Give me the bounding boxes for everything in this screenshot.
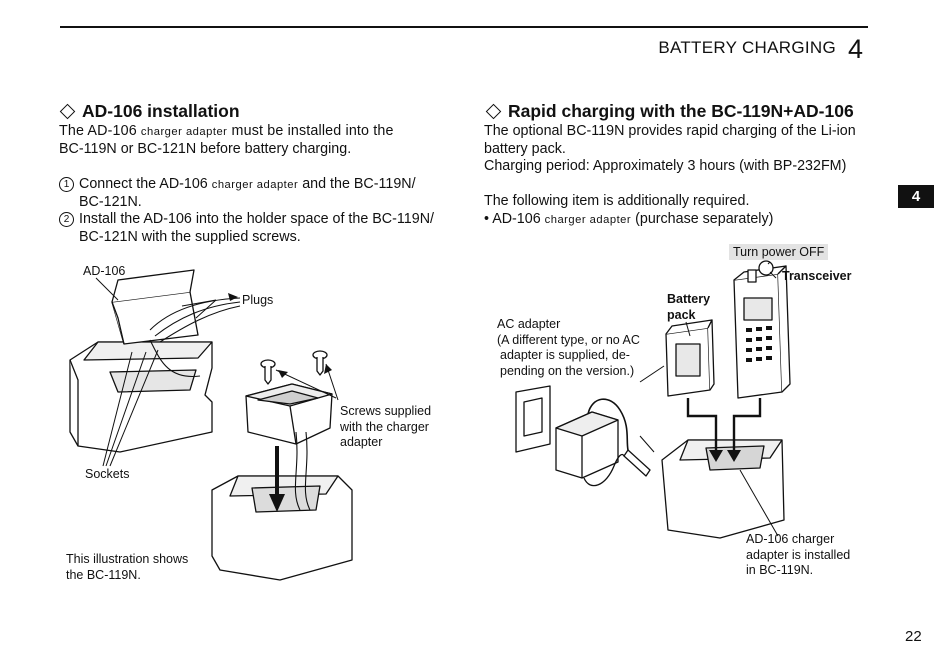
chapter-number: 4 xyxy=(848,34,864,64)
rapid-charging-illustration xyxy=(515,260,791,539)
illustration-note: This illustration shows the BC-119N. xyxy=(66,552,189,582)
section-title-text: Rapid charging with the BC-119N+AD-106 xyxy=(508,101,854,121)
required-item-intro: The following item is additionally requi… xyxy=(484,193,750,209)
label-plugs: Plugs xyxy=(242,293,274,307)
right-intro-line1: The optional BC-119N provides rapid char… xyxy=(484,123,856,139)
chapter-side-tab[interactable]: 4 xyxy=(898,185,934,208)
side-tab-label: 4 xyxy=(911,188,921,205)
charging-period: Charging period: Approximately 3 hours (… xyxy=(484,158,847,174)
label-ac-adapter: AC adapter (A different type, or no AC a… xyxy=(497,317,640,378)
label-screws: Screws supplied with the charger adapter xyxy=(340,404,432,449)
step-2-line2: BC-121N with the supplied screws. xyxy=(79,229,301,245)
section-title-ad106-installation: AD-106 installation xyxy=(58,101,240,122)
left-intro-line1: The AD-106 charger adapter must be insta… xyxy=(59,123,394,139)
step-2-marker: 2 xyxy=(59,212,74,227)
turn-power-off-label: Turn power OFF xyxy=(729,244,829,261)
screw-icon xyxy=(260,359,276,385)
chapter-title: BATTERY CHARGING xyxy=(658,38,836,57)
label-ad106: AD-106 xyxy=(83,264,126,278)
screw-icon xyxy=(312,350,328,376)
right-intro-line2: battery pack. xyxy=(484,141,566,157)
step-1-line2: BC-121N. xyxy=(79,194,142,210)
label-battery-pack: Battery pack xyxy=(667,292,711,322)
ad106-installation-illustration xyxy=(69,269,353,581)
label-transceiver: Transceiver xyxy=(782,269,852,283)
step-1-marker: 1 xyxy=(59,177,74,192)
section-title-text: AD-106 installation xyxy=(82,101,240,121)
dc-plug xyxy=(623,449,651,477)
left-intro-line2: BC-119N or BC-121N before battery chargi… xyxy=(59,141,352,157)
label-adapter-installed: AD-106 charger adapter is installed in B… xyxy=(746,532,851,577)
header-rule xyxy=(60,26,868,28)
label-sockets: Sockets xyxy=(85,467,130,481)
section-title-rapid-charging: Rapid charging with the BC-119N+AD-106 xyxy=(484,101,854,122)
page-number: 22 xyxy=(905,628,922,645)
required-item-bullet: • AD-106 charger adapter (purchase separ… xyxy=(484,211,774,227)
transceiver-radio xyxy=(733,273,783,399)
